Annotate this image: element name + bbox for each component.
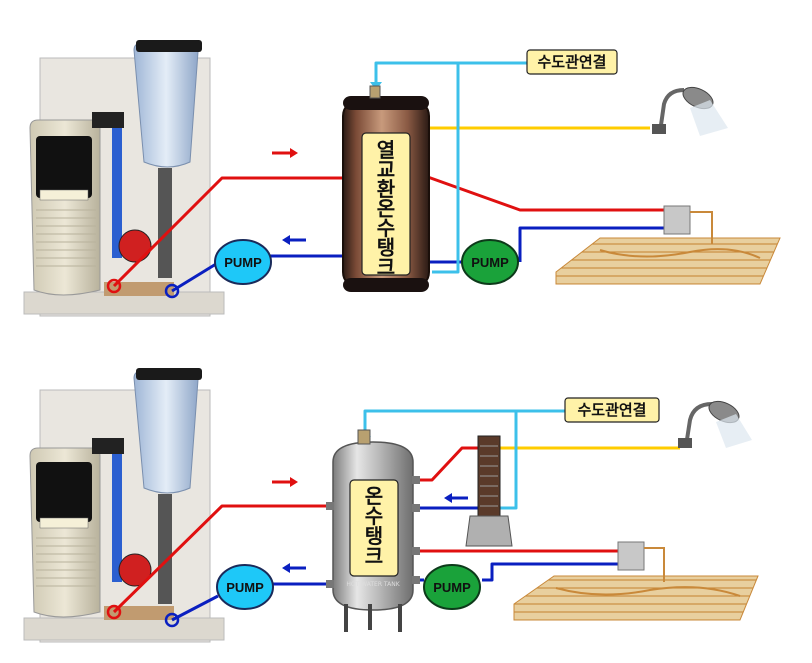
top-boiler-hot-pipe: [112, 176, 346, 288]
top-pump-left-label: PUMP: [224, 255, 262, 270]
top-pipe-elbow: [92, 112, 124, 128]
bottom-boiler-hot-pipe: [112, 504, 338, 614]
bottom-boiler-unit: [23, 368, 225, 643]
top-blue-pipe: [112, 128, 122, 258]
top-right-pipe: [158, 168, 172, 278]
top-supply-pipe: [374, 61, 528, 84]
top-water-connection-label: 수도관연결: [526, 49, 618, 75]
bottom-pump-right: PUMP: [423, 564, 481, 610]
bottom-supply-pipe: [363, 409, 566, 438]
bottom-tank-plate: HOT WATER TANK: [346, 581, 400, 588]
top-underfloor-heating: [555, 205, 781, 285]
bottom-water-connection-text: 수도관연결: [577, 401, 646, 419]
bottom-heat-exchanger: [465, 435, 513, 547]
top-wood-block: [104, 282, 174, 296]
top-pump-left: PUMP: [214, 239, 272, 285]
top-floor-hot-pipe: [424, 174, 672, 212]
bottom-pump-left: PUMP: [216, 564, 274, 610]
bottom-pump-right-label: PUMP: [433, 580, 471, 595]
bottom-pump-left-label: PUMP: [226, 580, 264, 595]
bottom-hx-hot-pipe: [410, 446, 480, 482]
top-pump-right: PUMP: [461, 239, 519, 285]
top-expansion-jug: [133, 41, 199, 168]
bottom-water-connection-label: 수도관연결: [564, 397, 660, 423]
top-water-connection-text: 수도관연결: [537, 53, 606, 71]
top-floor-return-pipe-b: [518, 226, 672, 262]
top-circulation-pump: [118, 229, 152, 263]
bottom-cold-port-marker: [164, 612, 180, 628]
top-boiler-display: [36, 136, 92, 198]
top-cold-port-marker: [164, 283, 180, 299]
bottom-hot-port-marker: [106, 604, 122, 620]
bottom-shower-head-icon: [678, 400, 752, 448]
top-supply-drop: [432, 63, 460, 274]
bottom-supply-drop: [500, 411, 518, 510]
top-flow-arrows: [272, 148, 306, 245]
bottom-boiler-return-pipe-a: [171, 594, 219, 622]
top-shower-head-icon: [652, 86, 728, 136]
top-boiler-return-pipe-a: [171, 262, 217, 293]
bottom-flow-arrows: [272, 477, 468, 573]
bottom-floor-return-pipe-b: [482, 562, 620, 582]
top-boiler-vents: [36, 209, 96, 267]
top-warning-sticker: [39, 189, 89, 201]
top-jug-cap: [136, 40, 202, 52]
bottom-underfloor-heating: [513, 541, 759, 621]
top-boiler-unit: [23, 40, 225, 317]
top-hot-port-marker: [106, 278, 122, 294]
top-pump-right-label: PUMP: [471, 255, 509, 270]
